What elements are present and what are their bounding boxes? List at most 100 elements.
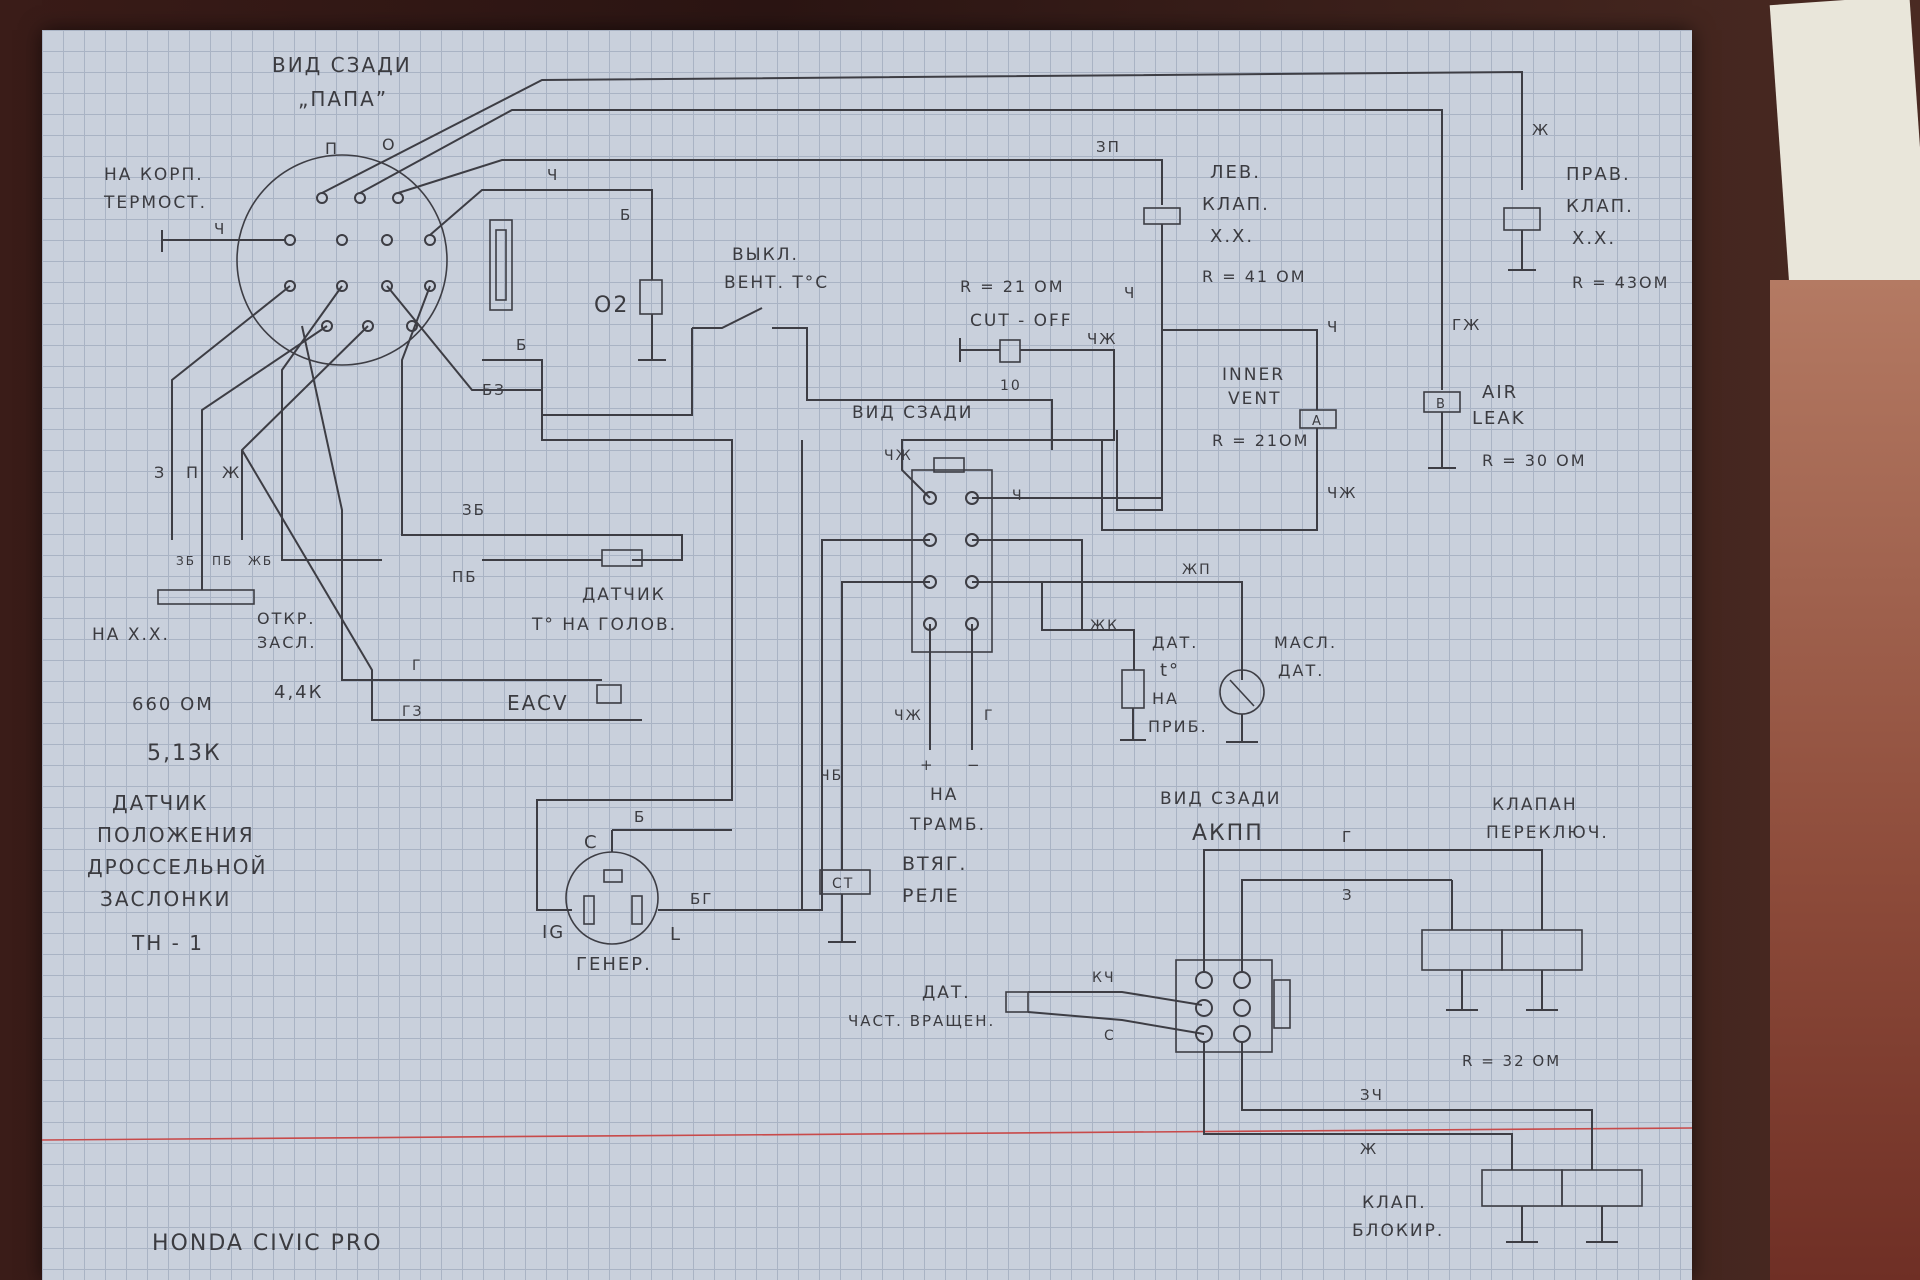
- svg-text:ЧЖ: ЧЖ: [1087, 330, 1117, 348]
- svg-text:ДАТЧИК: ДАТЧИК: [582, 585, 666, 605]
- svg-text:З: З: [1342, 886, 1354, 904]
- svg-text:Ж: Ж: [1360, 1140, 1378, 1158]
- svg-text:КЧ: КЧ: [1092, 970, 1116, 986]
- svg-text:ВИД СЗАДИ: ВИД СЗАДИ: [852, 403, 973, 423]
- svg-text:НА: НА: [1152, 689, 1179, 708]
- svg-text:Б: Б: [620, 206, 632, 224]
- wiring-diagram: ВИД СЗАДИ „ПАПА” П О НА КОРП. ТЕРМОСТ. Ч…: [42, 53, 1692, 1256]
- svg-text:ДАТ.: ДАТ.: [1278, 661, 1324, 680]
- svg-text:Ч: Ч: [547, 166, 559, 184]
- svg-text:ЧЖ: ЧЖ: [894, 708, 923, 724]
- svg-text:ЗБ: ЗБ: [462, 501, 486, 519]
- svg-text:Ч: Ч: [1327, 318, 1339, 336]
- svg-text:TH - 1: TH - 1: [131, 931, 204, 955]
- svg-text:НА КОРП.: НА КОРП.: [104, 165, 204, 185]
- svg-text:Ж: Ж: [222, 463, 241, 482]
- svg-text:10: 10: [1000, 378, 1022, 394]
- svg-text:В: В: [1436, 397, 1447, 412]
- oil-pressure-sensor: ЖП МАСЛ. ДАТ.: [1182, 562, 1337, 743]
- svg-text:Ж: Ж: [1532, 121, 1550, 139]
- svg-text:Г: Г: [1342, 828, 1353, 846]
- svg-text:ЗАСЛОНКИ: ЗАСЛОНКИ: [100, 887, 231, 911]
- svg-text:Б: Б: [516, 336, 528, 354]
- cutoff-solenoid: R = 21 ОМ CUT - OFF 10 ЧЖ: [959, 277, 1117, 490]
- svg-text:t°: t°: [1160, 660, 1180, 681]
- svg-text:4,4К: 4,4К: [274, 682, 323, 703]
- svg-text:660 ОМ: 660 ОМ: [132, 694, 214, 715]
- svg-text:ВЫКЛ.: ВЫКЛ.: [732, 245, 799, 265]
- svg-text:R = 41 ОМ: R = 41 ОМ: [1202, 267, 1307, 286]
- svg-text:КЛАПАН: КЛАПАН: [1492, 795, 1578, 815]
- svg-text:IG: IG: [542, 922, 565, 943]
- thermostat-ground: НА КОРП. ТЕРМОСТ. Ч: [103, 165, 285, 252]
- svg-text:Ч: Ч: [214, 220, 226, 238]
- svg-text:ДРОССЕЛЬНОЙ: ДРОССЕЛЬНОЙ: [87, 855, 268, 879]
- left-idle-valve: ЗП Ч ЛЕВ. КЛАП. Х.Х. R = 41 ОМ: [1096, 138, 1318, 511]
- svg-text:ДАТЧИК: ДАТЧИК: [112, 791, 208, 815]
- svg-text:ЗП: ЗП: [1096, 138, 1121, 156]
- svg-text:ЖК: ЖК: [1090, 618, 1119, 634]
- alternator: C Б БГ IG L ГЕНЕР.: [542, 440, 803, 975]
- svg-text:−: −: [967, 756, 982, 774]
- svg-text:Ч: Ч: [1012, 488, 1024, 504]
- svg-text:ГЗ: ГЗ: [402, 704, 424, 720]
- svg-text:+: +: [920, 756, 935, 774]
- svg-text:Х.Х.: Х.Х.: [1210, 226, 1254, 247]
- akpp-connector: ВИД СЗАДИ АКПП Г З КЛАПАН ПЕРЕКЛЮЧ. ДАТ.…: [848, 789, 1643, 1243]
- side-hand: [1770, 280, 1920, 1280]
- svg-text:НА: НА: [930, 785, 958, 805]
- footer-caption: HONDA CIVIC PRO: [152, 1231, 383, 1256]
- eacv-valve: Г ГЗ EACV: [241, 325, 642, 721]
- svg-text:AIR: AIR: [1482, 382, 1518, 403]
- svg-text:CUT - OFF: CUT - OFF: [970, 311, 1073, 331]
- svg-text:Б: Б: [634, 808, 646, 826]
- svg-text:ДАТ.: ДАТ.: [922, 983, 971, 1003]
- wire-left-idle: [397, 159, 1163, 205]
- graph-paper-sheet: ВИД СЗАДИ „ПАПА” П О НА КОРП. ТЕРМОСТ. Ч…: [42, 30, 1692, 1280]
- svg-text:O2: O2: [594, 293, 629, 318]
- svg-text:ЖБ: ЖБ: [248, 554, 273, 568]
- svg-text:КЛАП.: КЛАП.: [1362, 1193, 1427, 1213]
- svg-text:ЧЖ: ЧЖ: [884, 448, 913, 464]
- svg-text:ПРИБ.: ПРИБ.: [1148, 717, 1208, 736]
- dash-temp-sensor: ЖК ДАТ. t° НА ПРИБ.: [1090, 618, 1208, 741]
- air-leak-valve: ГЖ В AIR LEAK R = 30 ОМ: [1423, 316, 1585, 470]
- svg-text:ТЕРМОСТ.: ТЕРМОСТ.: [103, 193, 207, 213]
- svg-text:З: З: [154, 463, 166, 482]
- svg-text:R = 43ОМ: R = 43ОМ: [1572, 273, 1669, 292]
- svg-text:Г: Г: [984, 708, 995, 724]
- svg-text:L: L: [670, 924, 682, 945]
- wire-bz: [386, 285, 733, 911]
- head-temp-sensor: ДАТЧИК T° НА ГОЛОВ.: [482, 534, 677, 635]
- svg-text:ЖП: ЖП: [1182, 562, 1212, 578]
- svg-text:ЧАСТ. ВРАЩЕН.: ЧАСТ. ВРАЩЕН.: [848, 1012, 995, 1030]
- svg-text:МАСЛ.: МАСЛ.: [1274, 633, 1337, 652]
- ecu-title: ВИД СЗАДИ: [272, 53, 412, 77]
- svg-text:LEAK: LEAK: [1472, 408, 1526, 429]
- throttle-position-sensor: З П Ж ЗБ ПБ ЖБ НА Х.Х. ОТКР. ЗАСЛ. 660 О…: [87, 285, 369, 955]
- svg-text:ДАТ.: ДАТ.: [1152, 633, 1198, 652]
- svg-text:VENT: VENT: [1228, 389, 1281, 409]
- svg-text:ВТЯГ.: ВТЯГ.: [902, 853, 967, 875]
- svg-text:R = 21 ОМ: R = 21 ОМ: [960, 277, 1065, 296]
- svg-text:ГЕНЕР.: ГЕНЕР.: [576, 954, 652, 975]
- svg-text:ПБ: ПБ: [452, 568, 478, 586]
- svg-text:ВЕНТ. T°C: ВЕНТ. T°C: [724, 273, 829, 293]
- right-idle-valve: Ж ПРАВ. КЛАП. Х.Х. R = 43ОМ: [1503, 121, 1669, 292]
- svg-text:ЛЕВ.: ЛЕВ.: [1210, 162, 1261, 183]
- ecu-connector: ВИД СЗАДИ „ПАПА” П О: [236, 53, 513, 366]
- center-connector: ВИД СЗАДИ ЧЖ Ч ЧЖ Г + − НА ТРАМБ.: [782, 403, 1243, 911]
- svg-text:ПБ: ПБ: [212, 554, 233, 568]
- svg-text:5,13К: 5,13К: [147, 741, 222, 766]
- svg-text:Г: Г: [412, 658, 423, 674]
- svg-text:ЗЧ: ЗЧ: [1360, 1086, 1384, 1104]
- starter-relay: ЧБ СТ ВТЯГ. РЕЛЕ: [819, 730, 967, 943]
- svg-text:КЛАП.: КЛАП.: [1566, 196, 1634, 217]
- svg-text:ТРАМБ.: ТРАМБ.: [909, 815, 986, 835]
- inner-vent-valve: Ч INNER VENT R = 21ОМ А ЧЖ: [1101, 318, 1355, 531]
- svg-text:АКПП: АКПП: [1192, 821, 1264, 846]
- svg-text:T° НА ГОЛОВ.: T° НА ГОЛОВ.: [531, 615, 677, 635]
- fan-switch: ВЫКЛ. ВЕНТ. T°C: [482, 245, 1053, 450]
- svg-text:EACV: EACV: [507, 691, 569, 715]
- svg-text:БЛОКИР.: БЛОКИР.: [1352, 1221, 1444, 1241]
